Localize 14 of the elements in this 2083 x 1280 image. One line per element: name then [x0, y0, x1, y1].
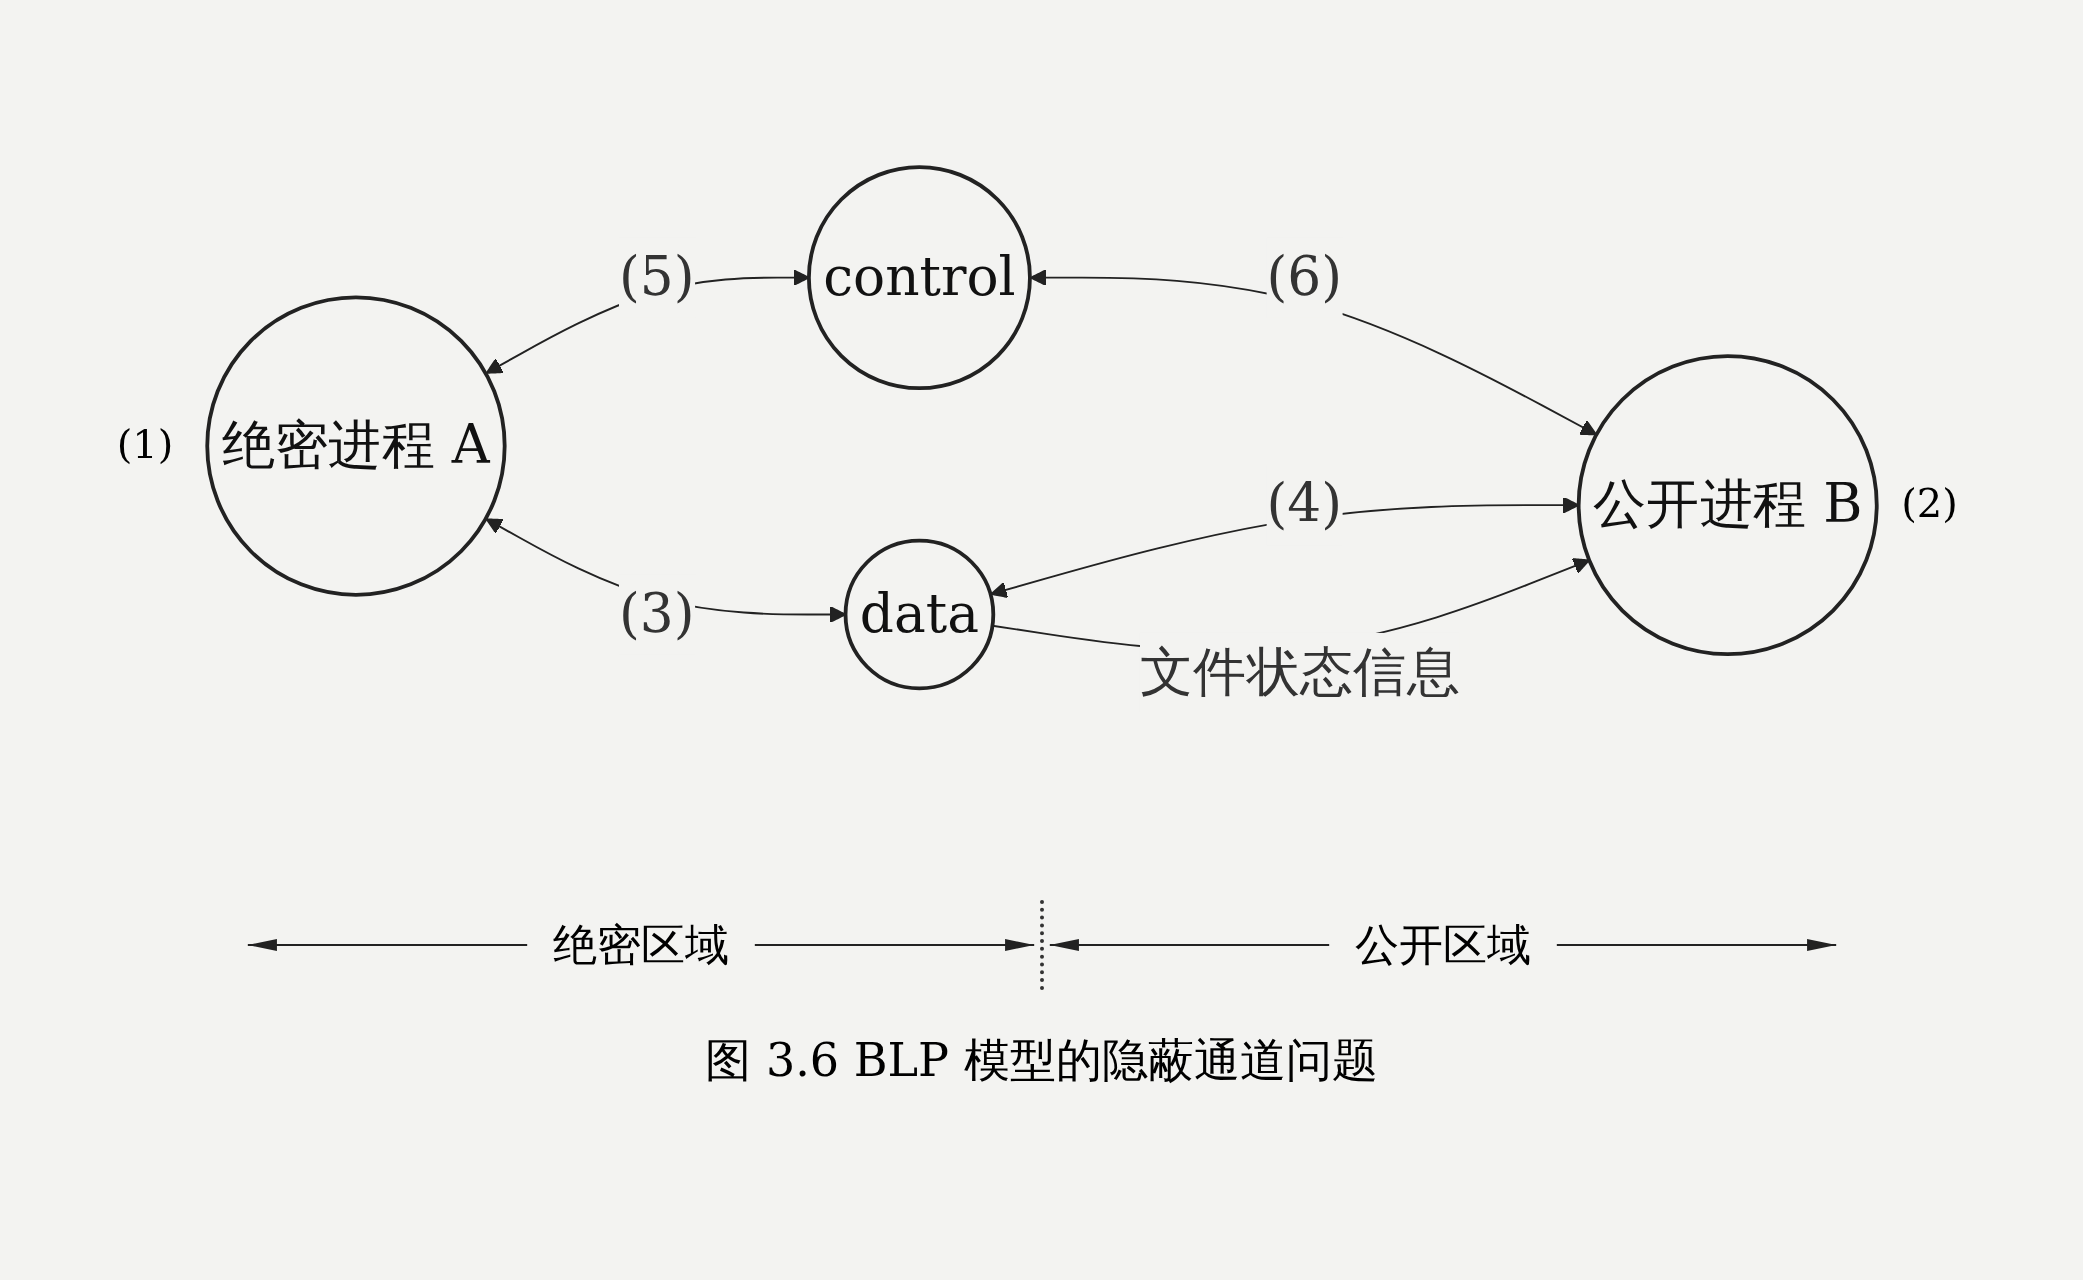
zone-label: 绝密区域 [552, 917, 729, 972]
edge-label: 文件状态信息 [1139, 640, 1460, 704]
node-circle: control [806, 165, 1032, 391]
node-number: (1) [116, 421, 174, 468]
zone-label: 公开区域 [1354, 917, 1531, 972]
edge-label: (4) [1266, 472, 1342, 536]
node-circle: 公开进程 B [1576, 354, 1879, 657]
node-circle: 绝密进程 A [204, 295, 507, 597]
edge-label: (3) [618, 582, 695, 645]
node-circle: data [843, 538, 995, 691]
edge-label: (6) [1266, 245, 1342, 309]
node-number: (2) [1901, 480, 1958, 527]
figure-caption: 图 3.6 BLP 模型的隐蔽通道问题 [705, 1032, 1378, 1089]
edge-label: (5) [618, 245, 695, 309]
